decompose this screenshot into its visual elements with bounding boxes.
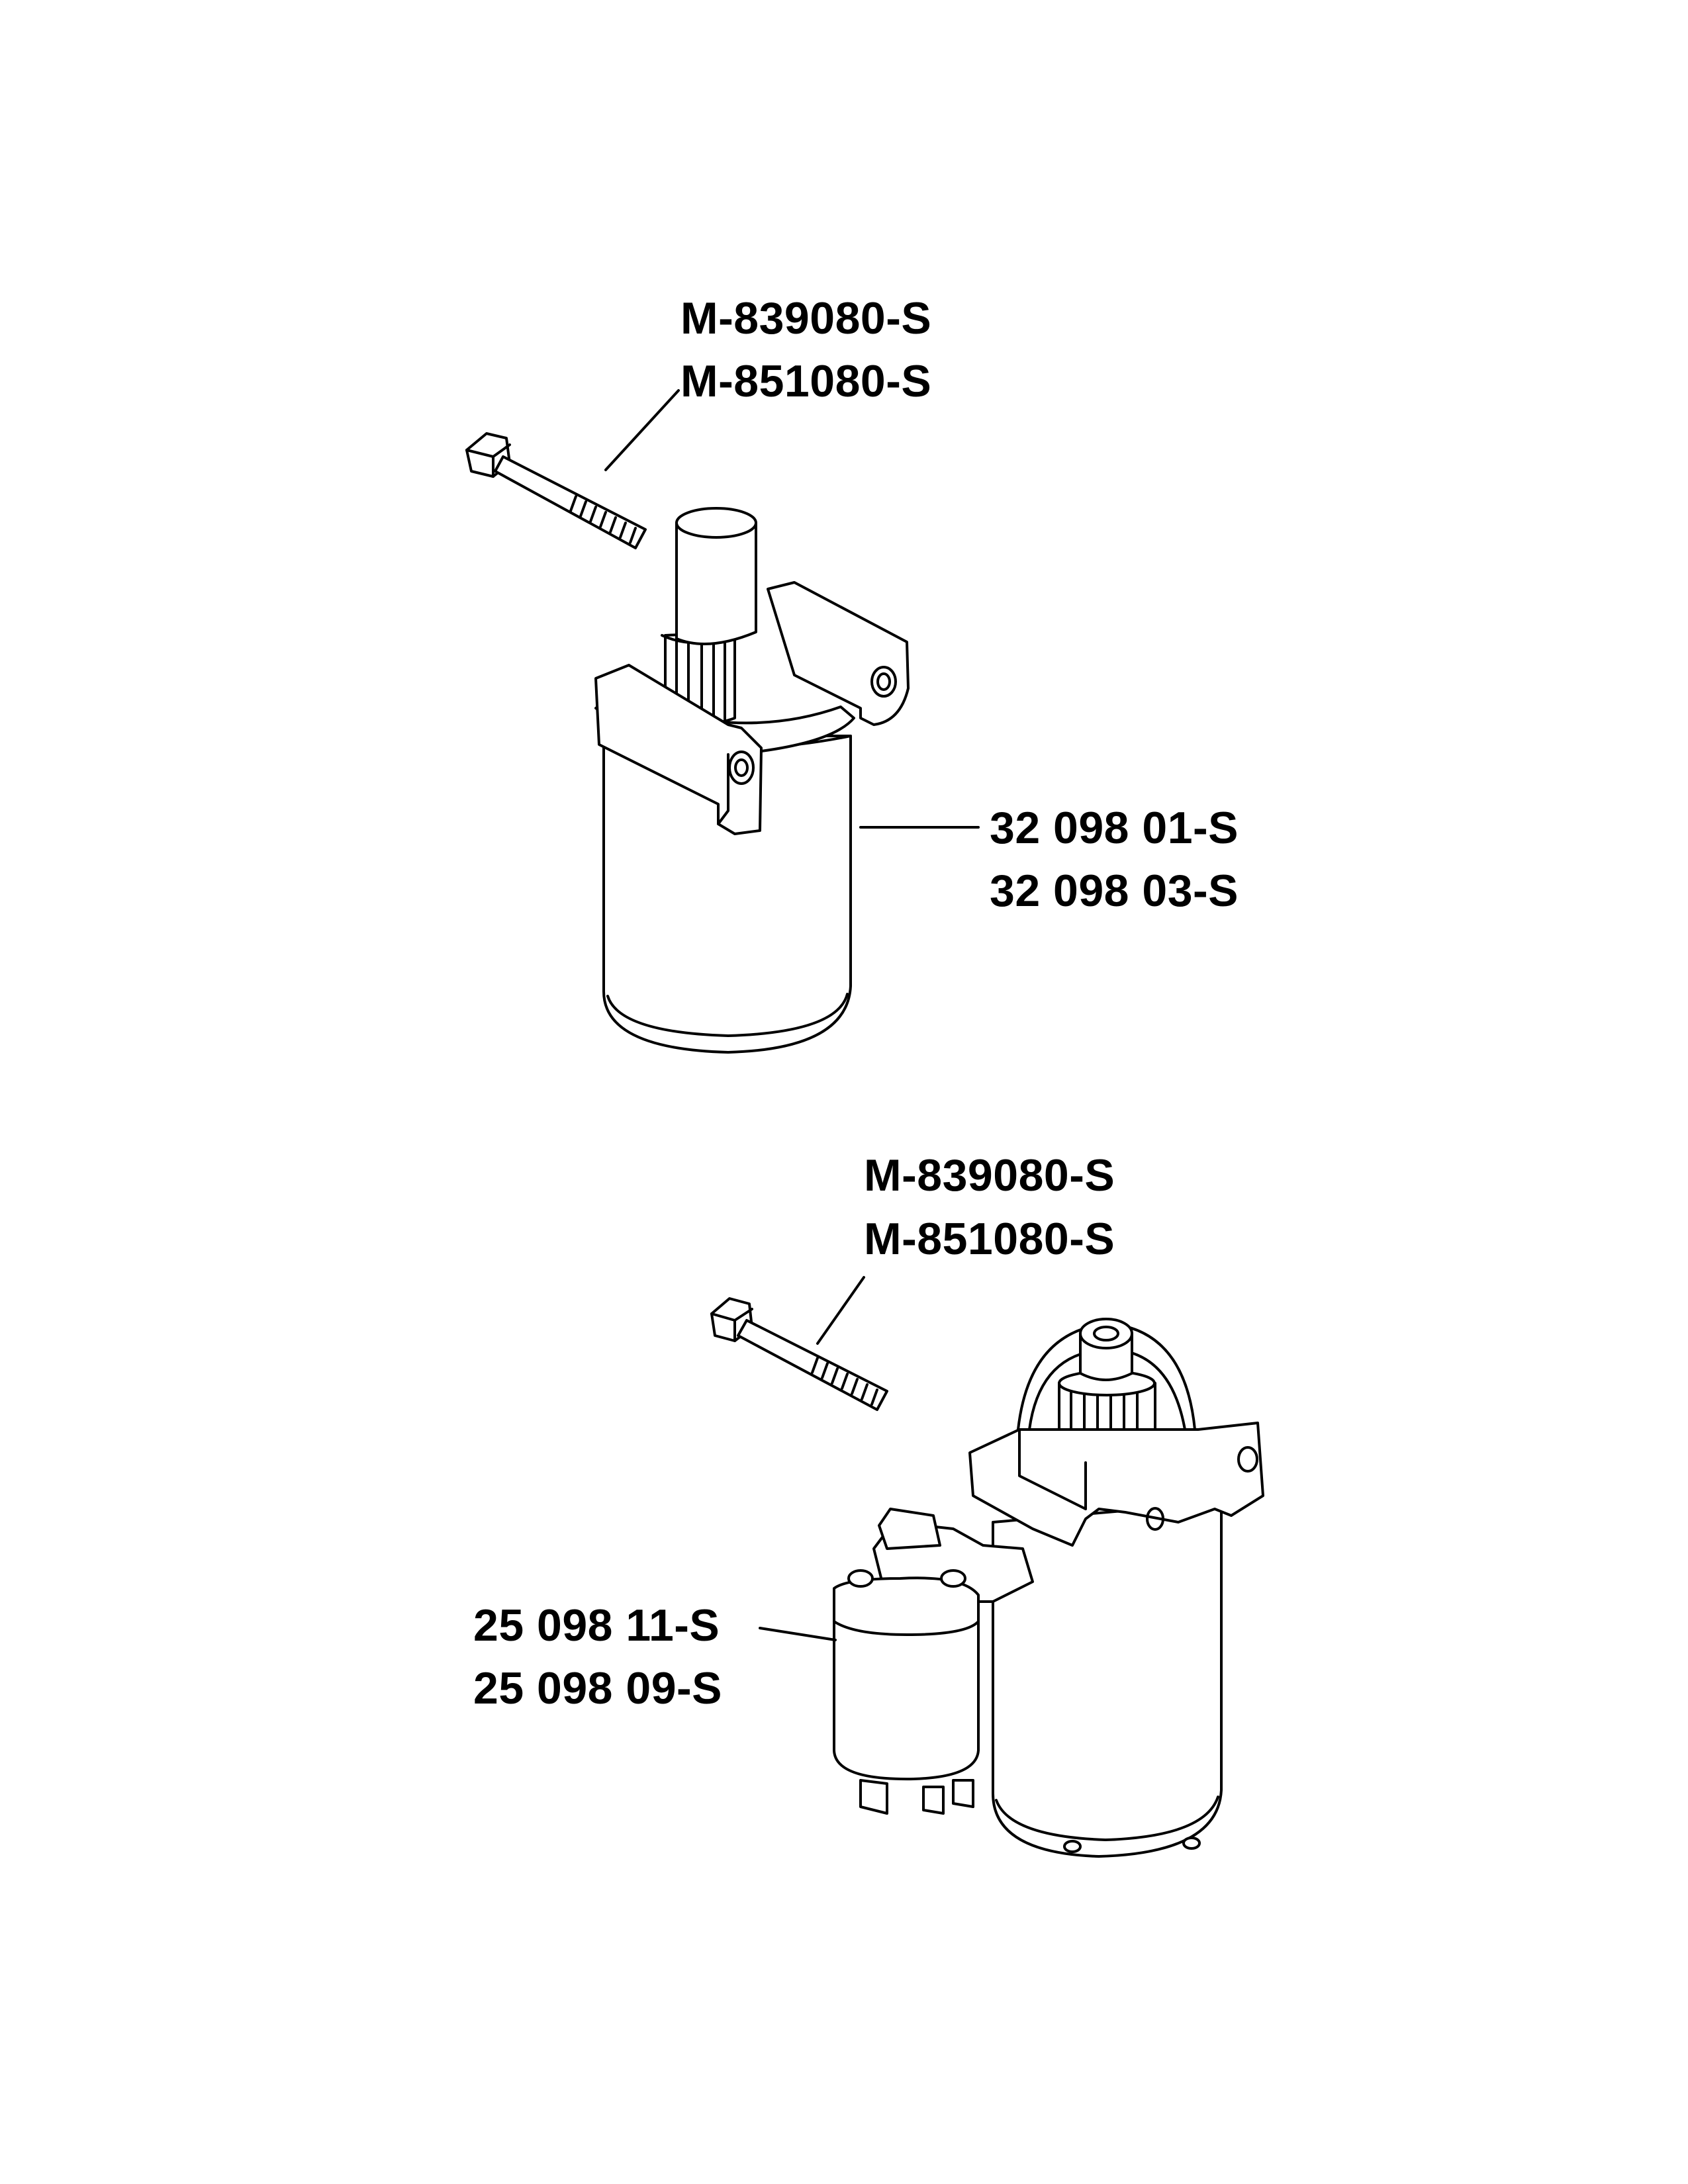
lower-bolt-part-number: M-839080-S xyxy=(864,1150,1115,1201)
lower-solenoid-part-number: 25 098 11-S xyxy=(473,1600,720,1651)
lower-starter-motor xyxy=(833,1318,1264,1858)
upper-mounting-bolt xyxy=(465,432,647,549)
upper-starter-part-number: 32 098 01-S xyxy=(990,803,1239,853)
upper-starter-part-number: 32 098 03-S xyxy=(990,866,1239,916)
upper-bolt-part-number: M-851080-S xyxy=(680,356,932,406)
upper-bolt-part-number: M-839080-S xyxy=(680,293,932,343)
lower-solenoid-part-number: 25 098 09-S xyxy=(473,1663,723,1713)
upper-starter-motor xyxy=(594,507,910,1054)
lower-bolt-part-number: M-851080-S xyxy=(864,1214,1115,1264)
lower-mounting-bolt xyxy=(710,1297,888,1411)
upper-bolt-leader-line xyxy=(604,389,680,471)
lower-bolt-leader-line xyxy=(816,1276,865,1345)
lower-solenoid-leader-line xyxy=(759,1627,837,1641)
